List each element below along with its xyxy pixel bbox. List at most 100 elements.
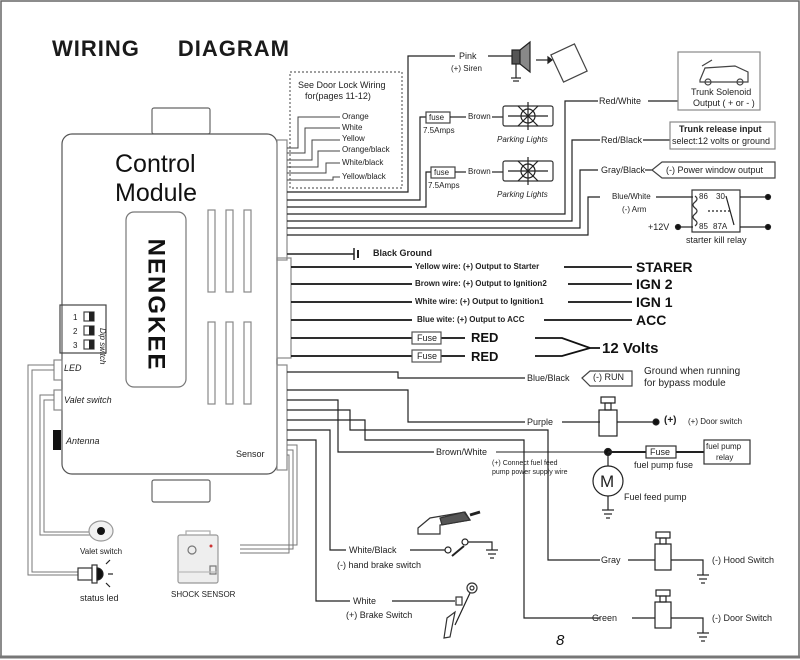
- hood-switch-label: (-) Hood Switch: [712, 555, 775, 565]
- dip-number-3: 3: [73, 341, 78, 350]
- hood-wire-label: Gray: [601, 555, 621, 565]
- relay-box: [691, 189, 741, 233]
- output-target: IGN 1: [636, 294, 673, 310]
- page-number: 8: [556, 632, 565, 649]
- door-pin-switch-icon: [654, 589, 672, 629]
- run-tag: [581, 370, 633, 387]
- door-switch-pos-label: (+) Door switch: [688, 417, 743, 426]
- fuel-pump-relay: [703, 439, 751, 465]
- door-lock-wire-label: White: [342, 123, 363, 132]
- parking-fuse-amps: 7.5Amps: [423, 126, 455, 135]
- power-fuse-label: Fuse: [417, 333, 438, 343]
- output-desc: Brown wire: (+) Output to Ignition2: [415, 279, 547, 288]
- output-target: IGN 2: [636, 276, 673, 292]
- valet-switch-port-label: Valet switch: [64, 395, 112, 405]
- power-fuse-label: Fuse: [417, 351, 438, 361]
- parking-wire-label: Brown: [468, 167, 491, 176]
- fuel-pump-fuse-box-label: Fuse: [650, 447, 671, 457]
- pin-switch-icon: [598, 396, 618, 437]
- siren-label: (+) Siren: [451, 64, 482, 73]
- relay-pin-86: 86: [699, 192, 708, 201]
- trunk-release-wire-label: Red/Black: [601, 135, 643, 145]
- parking-wire-label: Brown: [468, 112, 491, 121]
- starter-kill-wire-label: Blue/White: [612, 192, 651, 201]
- output-desc: Yellow wire: (+) Output to Starter: [415, 262, 540, 271]
- brake-switch-label: (+) Brake Switch: [346, 610, 413, 620]
- motor-label: M: [600, 472, 615, 491]
- module-title-line2: Module: [115, 179, 197, 207]
- parking-lights-label: Parking Lights: [497, 135, 548, 144]
- trunk-solenoid-line2: Output ( + or - ): [693, 98, 755, 108]
- power-target-label: 12 Volts: [602, 340, 659, 357]
- door-switch-polarity: (+): [664, 415, 677, 426]
- trunk-release-box: [669, 121, 776, 150]
- power-window-label: (-) Power window output: [666, 165, 764, 175]
- door-lock-wire-label: Orange: [342, 112, 369, 121]
- purple-wire-label: Purple: [527, 417, 554, 427]
- hand-brake-wire-label: White/Black: [349, 545, 397, 555]
- hand-brake-icon: [417, 510, 498, 559]
- run-note-line2: for bypass module: [644, 378, 726, 389]
- fuel-pump-relay-line1: fuel pump: [706, 442, 742, 451]
- brand-logo: NENGKEE: [142, 230, 169, 380]
- fuel-pump-relay-line2: relay: [716, 453, 734, 462]
- sensor-label: Sensor: [236, 449, 265, 459]
- trunk-solenoid-box: [677, 51, 761, 111]
- power-fuse-1: [411, 331, 442, 345]
- valet-switch-label: Valet switch: [80, 547, 123, 556]
- module-title: Control Module: [115, 150, 197, 208]
- car-trunk-icon: [699, 59, 749, 86]
- door-lock-wire-label: White/black: [342, 158, 384, 167]
- relay-supply-label: +12V: [648, 222, 670, 232]
- trunk-solenoid-line1: Trunk Solenoid: [691, 87, 752, 97]
- page-title: WIRING DIAGRAM: [52, 36, 290, 62]
- trunk-solenoid-wire-label: Red/White: [599, 96, 642, 106]
- trunk-release-line2: select:12 volts or ground: [672, 136, 771, 146]
- parking-fuse-label: fuse: [434, 168, 450, 177]
- relay-pin-85: 85: [699, 222, 708, 231]
- parking-fuse-amps: 7.5Amps: [428, 181, 460, 190]
- fuel-pump-note-line2: pump power supply wire: [492, 469, 568, 476]
- status-led-label: status led: [80, 593, 119, 603]
- fuel-feed-pump-label: Fuel feed pump: [624, 492, 687, 502]
- fuel-pump-note-line1: (+) Connect fuel feed: [492, 460, 558, 467]
- fuel-pump-wire-label: Brown/White: [436, 447, 488, 457]
- run-wire-label: Blue/Black: [527, 373, 570, 383]
- dip-number-2: 2: [73, 327, 78, 336]
- door-lock-wire-label: Yellow: [342, 134, 365, 143]
- title-word-diagram: DIAGRAM: [177, 36, 290, 61]
- run-label: (-) RUN: [593, 372, 624, 382]
- parking-lights-label: Parking Lights: [497, 190, 548, 199]
- output-target: STARER: [636, 259, 693, 275]
- door-lock-note-line1: See Door Lock Wiring: [298, 80, 386, 90]
- brake-wire-label: White: [353, 596, 377, 606]
- brand-text: NENGKEE: [142, 238, 169, 372]
- shock-sensor-label: SHOCK SENSOR: [171, 590, 236, 599]
- parking-light-icon: [502, 102, 554, 130]
- control-module: [53, 107, 292, 503]
- led-label: LED: [64, 363, 82, 373]
- parking-light-icon: [502, 157, 554, 185]
- siren-icon: [511, 40, 588, 83]
- valet-switch-icon: [88, 520, 114, 542]
- output-desc: White wire: (+) Output to Ignition1: [415, 297, 544, 306]
- power-window-wire-label: Gray/Black: [601, 165, 646, 175]
- door-switch-neg-label: (-) Door Switch: [712, 613, 773, 623]
- door-lock-wire-label: Yellow/black: [342, 172, 386, 181]
- dip-number-1: 1: [73, 313, 78, 322]
- siren-wire-label: Pink: [459, 51, 477, 61]
- power-wire-label: RED: [471, 330, 499, 345]
- brake-pedal-icon: [443, 582, 478, 639]
- trunk-release-line1: Trunk release input: [679, 124, 762, 134]
- status-led-icon: [77, 559, 113, 588]
- relay-pin-87a: 87A: [713, 222, 728, 231]
- title-word-wiring: WIRING: [52, 36, 140, 61]
- hand-brake-label: (-) hand brake switch: [337, 560, 422, 570]
- parking-fuse-label: fuse: [429, 113, 445, 122]
- shock-sensor-icon: [177, 530, 219, 584]
- dip-switch-label: Dip switch: [98, 328, 107, 365]
- door-switch-neg-wire-label: Green: [592, 613, 618, 623]
- starter-kill-relay-label: starter kill relay: [686, 235, 747, 245]
